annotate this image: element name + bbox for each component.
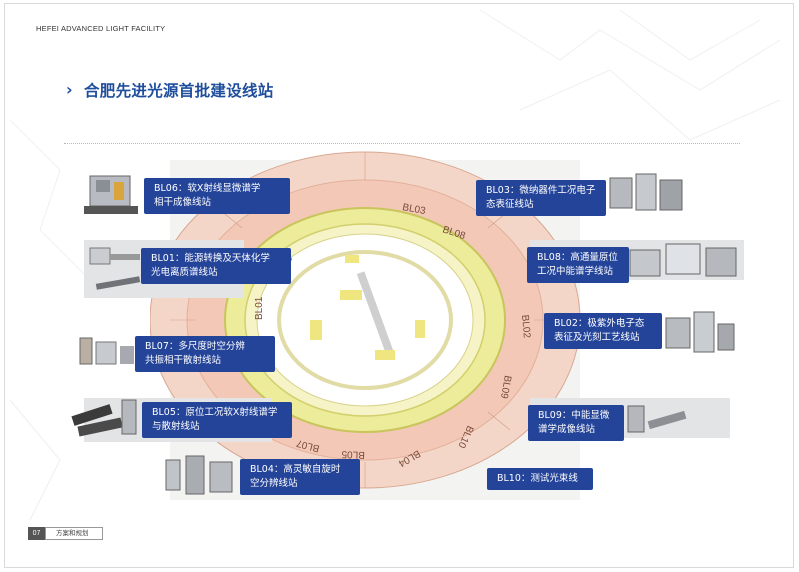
page-number: 07 — [28, 527, 45, 540]
chevron-right-icon: › — [66, 80, 73, 99]
equipment-photo-bl04 — [165, 455, 233, 495]
callout-bl06: BL06：软X射线显微谱学相干成像线站 — [144, 178, 290, 214]
equipment-photo-bl08 — [629, 243, 737, 277]
plan-label-bl03: BL03 — [401, 202, 426, 217]
page-title: 合肥先进光源首批建设线站 — [84, 82, 274, 100]
plan-label-bl02: BL02 — [519, 314, 532, 339]
callout-bl03: BL03：微纳器件工况电子态表征线站 — [476, 180, 606, 216]
equipment-photo-bl09 — [627, 405, 687, 433]
plan-label-bl09: BL09 — [498, 374, 513, 399]
callout-bl09: BL09：中能显微谱学成像线站 — [528, 405, 624, 441]
equipment-photo-bl06 — [84, 175, 138, 214]
facility-header: HEFEI ADVANCED LIGHT FACILITY — [36, 24, 166, 33]
callout-bl05: BL05：原位工况软X射线谱学与散射线站 — [142, 402, 292, 438]
callout-bl07: BL07：多尺度时空分辨共振相干散射线站 — [135, 336, 275, 372]
equipment-photo-bl01 — [89, 247, 141, 290]
equipment-photo-bl05 — [71, 399, 137, 437]
callout-bl04: BL04：高灵敏自旋时空分辨线站 — [240, 459, 360, 495]
plan-label-bl01: BL01 — [254, 296, 265, 320]
callout-bl10: BL10：测试光束线 — [487, 468, 593, 490]
callout-bl08: BL08：高通量原位工况中能谱学线站 — [527, 247, 629, 283]
section-label: 方案和规划 — [45, 527, 103, 540]
callout-bl02: BL02：极紫外电子态表征及光刻工艺线站 — [544, 313, 662, 349]
equipment-photo-bl03 — [609, 173, 683, 211]
callout-bl01: BL01：能源转换及天体化学光电离质谱线站 — [141, 248, 291, 284]
title-divider — [64, 143, 740, 144]
equipment-photo-bl07 — [79, 337, 134, 365]
plan-label-bl05: BL05 — [341, 448, 365, 460]
equipment-photo-bl02 — [665, 311, 735, 353]
